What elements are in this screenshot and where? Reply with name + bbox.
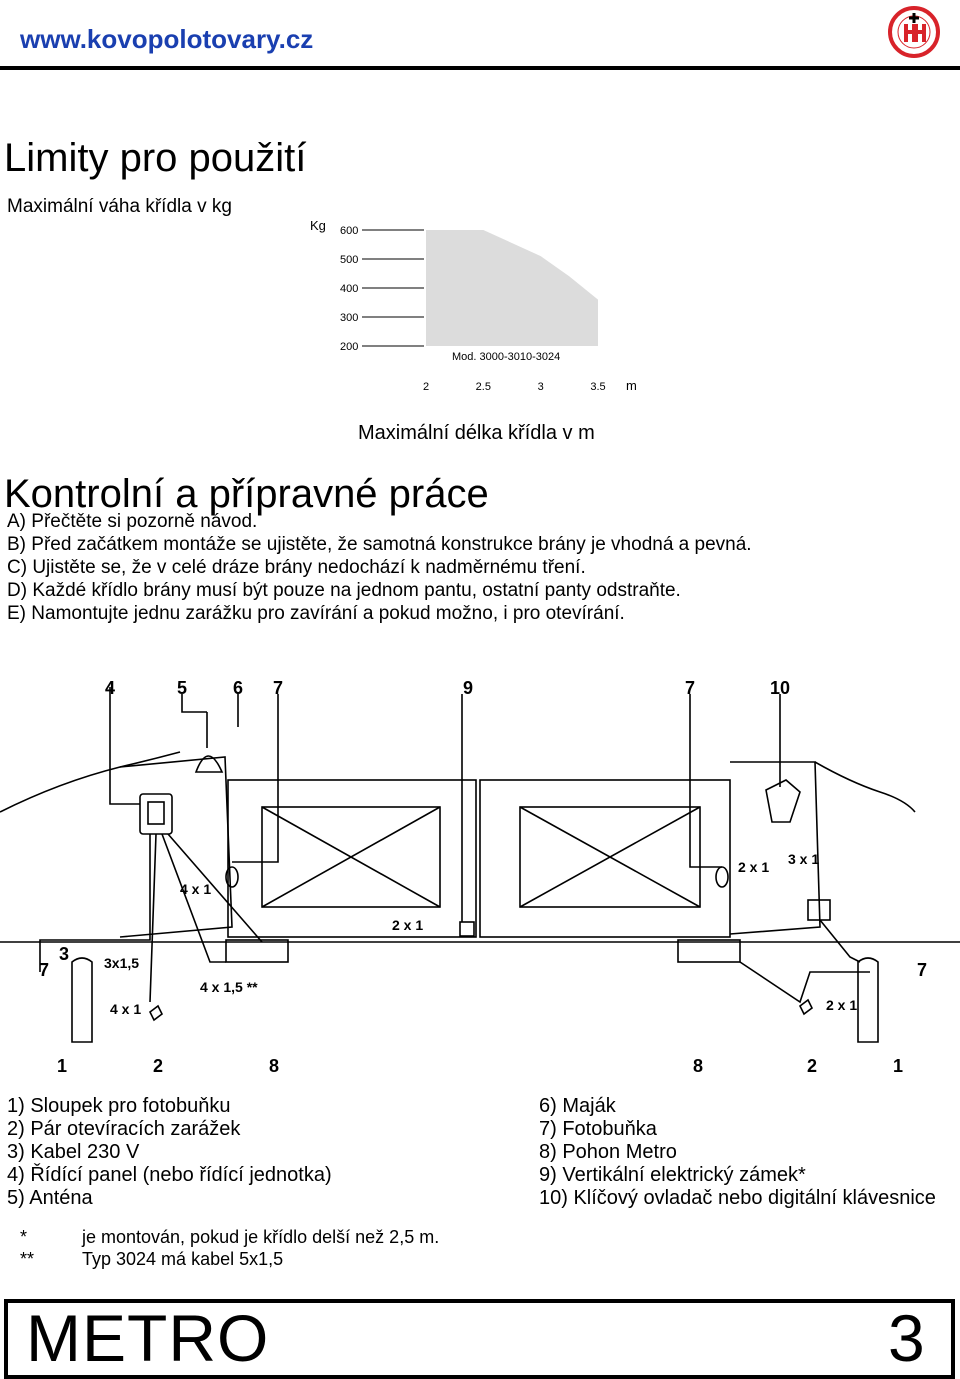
cable-label: 2 x 1 — [738, 859, 769, 875]
limits-subtitle: Maximální váha křídla v kg — [7, 196, 232, 217]
diagram-label: 1 — [57, 1056, 67, 1076]
y-tick-label: 500 — [340, 254, 358, 266]
legend-item: 8) Pohon Metro — [539, 1141, 677, 1163]
prep-list: A) Přečtěte si pozorně návod. B) Před za… — [7, 510, 752, 625]
diagram-label: 9 — [463, 678, 473, 698]
motor-right — [677, 939, 741, 963]
warning-lamp — [194, 755, 224, 773]
diagram-label: 2 — [807, 1056, 817, 1076]
diagram-label: 2 — [153, 1056, 163, 1076]
post-right — [857, 957, 879, 1043]
legend-item: 1) Sloupek pro fotobuňku — [7, 1095, 231, 1117]
diagram-label: 7 — [917, 960, 927, 980]
photocell-right — [715, 866, 729, 888]
x-tick-label: 3.5 — [590, 381, 605, 393]
cable-label: 2 x 1 — [826, 997, 857, 1013]
series-label: Mod. 3000-3010-3024 — [452, 351, 560, 363]
stop-left — [148, 1004, 164, 1022]
electric-lock — [459, 921, 475, 937]
installation-diagram: 4 5 6 7 9 7 10 1 2 8 8 2 1 3 7 7 4 x 1 2… — [0, 678, 960, 1076]
site-url-link[interactable]: www.kovopolotovary.cz — [20, 24, 314, 54]
prep-item: D) Každé křídlo brány musí být pouze na … — [7, 580, 681, 601]
stop-right — [798, 998, 814, 1016]
y-unit-label: Kg — [310, 218, 326, 233]
prep-title: Kontrolní a přípravné práce — [4, 472, 489, 516]
right-pillar — [729, 761, 821, 935]
keypad — [807, 899, 831, 921]
x-tick-label: 2 — [423, 381, 429, 393]
header-rule — [0, 66, 960, 70]
motor-left — [225, 939, 289, 963]
photocell-left — [225, 866, 239, 888]
y-tick-label: 200 — [340, 341, 358, 353]
prep-item: B) Před začátkem montáže se ujistěte, že… — [7, 534, 752, 555]
legend-item: 2) Pár otevíracích zarážek — [7, 1118, 241, 1140]
x-tick-label: 3 — [538, 381, 544, 393]
legend-item: 3) Kabel 230 V — [7, 1141, 140, 1163]
diagram-label: 7 — [685, 678, 695, 698]
wall-outline — [0, 751, 181, 813]
prep-item: A) Přečtěte si pozorně návod. — [7, 511, 258, 532]
diagram-label: 1 — [893, 1056, 903, 1076]
diagram-label: 3 — [59, 944, 69, 964]
diagram-label: 4 — [105, 678, 115, 698]
post-left — [71, 957, 93, 1043]
diagram-label: 8 — [269, 1056, 279, 1076]
diagram-label: 10 — [770, 678, 790, 698]
diagram-label: 8 — [693, 1056, 703, 1076]
prep-item: C) Ujistěte se, že v celé dráze brány ne… — [7, 557, 586, 578]
key-switch — [765, 779, 801, 823]
weight-length-chart: 600 500 400 300 200 2 2.5 3 3.5 Kg m Mod. 3000-3010… — [310, 218, 637, 393]
diagram-label: 7 — [39, 960, 49, 980]
chart-area — [426, 230, 598, 346]
legend-item: 10) Klíčový ovladač nebo digitální kláve… — [539, 1187, 936, 1209]
legend-right: 6) Maják 7) Fotobuňka 8) Pohon Metro 9) … — [539, 1095, 936, 1210]
gate-left-panel — [227, 779, 477, 938]
legend-left: 1) Sloupek pro fotobuňku 2) Pár otevírac… — [7, 1095, 332, 1210]
cable-label: 3 x 1 — [788, 851, 819, 867]
control-panel — [139, 793, 173, 835]
gate-right-panel — [479, 779, 731, 938]
cable-label: 2 x 1 — [392, 917, 423, 933]
legend-item: 6) Maják — [539, 1095, 616, 1117]
footnotes: *je montován, pokud je křídlo delší než … — [20, 1226, 439, 1270]
y-tick-label: 400 — [340, 283, 358, 295]
cable-label: 3x1,5 — [104, 955, 139, 971]
x-unit-label: m — [626, 378, 637, 393]
diagram-label: 7 — [273, 678, 283, 698]
chart-x-caption: Maximální délka křídla v m — [358, 422, 595, 444]
wall-outline-right — [814, 761, 916, 813]
diagram-label: 5 — [177, 678, 187, 698]
footnote: **Typ 3024 má kabel 5x1,5 — [20, 1249, 284, 1269]
legend-item: 5) Anténa — [7, 1187, 93, 1209]
prep-item: E) Namontujte jednu zarážku pro zavírání… — [7, 603, 625, 624]
footer-page-number: 3 — [888, 1301, 925, 1375]
legend-item: 9) Vertikální elektrický zámek* — [539, 1164, 806, 1186]
x-tick-label: 2.5 — [476, 381, 491, 393]
y-tick-label: 600 — [340, 225, 358, 237]
legend-item: 7) Fotobuňka — [539, 1118, 657, 1140]
y-tick-label: 300 — [340, 312, 358, 324]
limits-title: Limity pro použití — [4, 136, 307, 180]
diagram-label: 6 — [233, 678, 243, 698]
cable-label: 4 x 1 — [110, 1001, 141, 1017]
footnote: *je montován, pokud je křídlo delší než … — [20, 1227, 440, 1247]
cable-lines — [39, 687, 870, 1004]
footer-model-name: METRO — [26, 1301, 270, 1375]
left-pillar — [119, 756, 233, 938]
hh-kovomat-logo — [888, 6, 940, 58]
cable-label: 4 x 1,5 ** — [200, 979, 258, 995]
legend-item: 4) Řídící panel (nebo řídící jednotka) — [7, 1164, 332, 1186]
footer-box — [4, 1299, 955, 1379]
cable-label: 4 x 1 — [180, 881, 211, 897]
